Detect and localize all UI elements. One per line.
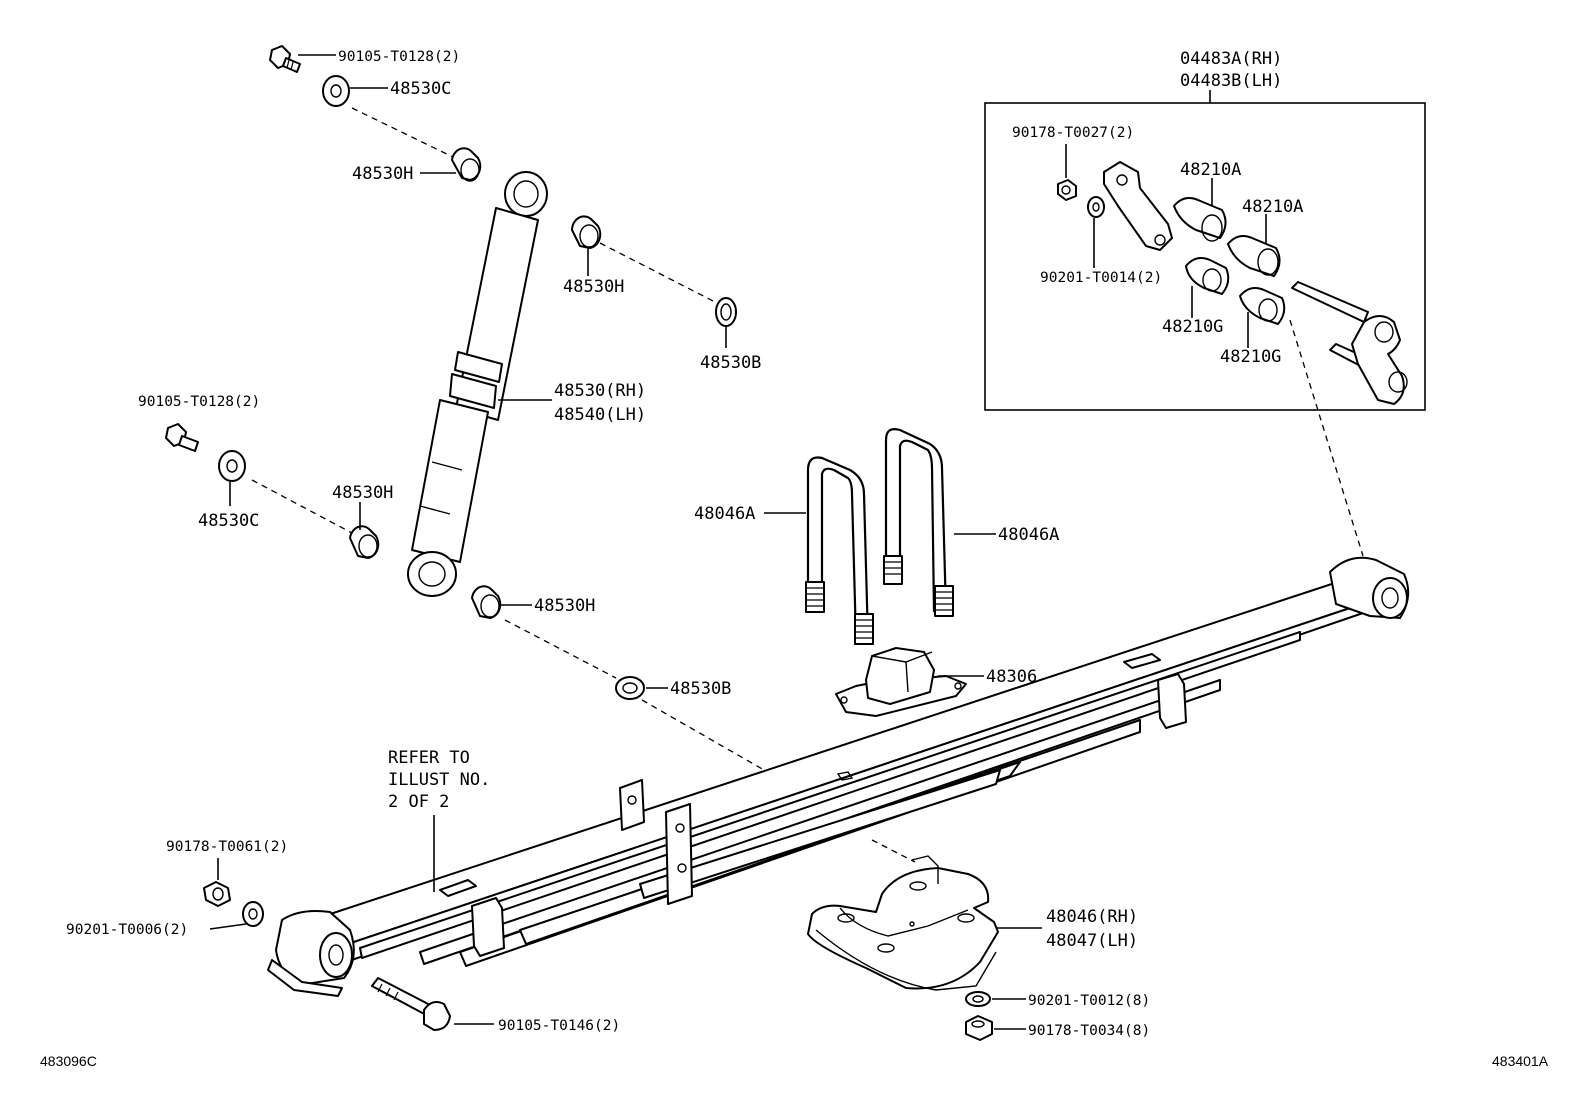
label-kit-rh: 04483A(RH) bbox=[1180, 49, 1282, 69]
bush-a1-part bbox=[1173, 197, 1227, 242]
spring-seat-part bbox=[807, 855, 999, 991]
washer-front-part bbox=[242, 901, 264, 927]
shackle-plate-inner-part bbox=[1103, 161, 1173, 251]
label-seat-rh: 48046(RH) bbox=[1046, 907, 1138, 927]
shackle-plate-outer-part bbox=[1291, 281, 1408, 405]
label-bush-lower: 48530H bbox=[534, 596, 595, 616]
label-kit-lh: 04483B(LH) bbox=[1180, 71, 1282, 91]
bushing-top-right-part bbox=[571, 215, 602, 249]
label-bush-top-left: 48530H bbox=[352, 164, 413, 184]
ref-right: 483401A bbox=[1492, 1053, 1549, 1069]
label-shock-rh: 48530(RH) bbox=[554, 381, 646, 401]
washer-b-top-part bbox=[715, 297, 737, 327]
dash-seat bbox=[871, 839, 916, 863]
shock-absorber-part bbox=[407, 171, 548, 597]
washer-seat-part bbox=[965, 991, 991, 1007]
dash-mid-3 bbox=[641, 699, 779, 779]
washer-b-lower-part bbox=[615, 676, 645, 700]
refer-line-3: 2 OF 2 bbox=[388, 792, 449, 812]
refer-line-1: REFER TO bbox=[388, 748, 470, 768]
leader-washer-front bbox=[209, 923, 247, 930]
ref-left: 483096C bbox=[40, 1053, 97, 1069]
label-bush-mid: 48530H bbox=[332, 483, 393, 503]
bush-a2-part bbox=[1227, 235, 1281, 277]
refer-line-2: ILLUST NO. bbox=[388, 770, 490, 790]
label-washer-b-lower: 48530B bbox=[670, 679, 731, 699]
dash-mid-1 bbox=[251, 479, 353, 534]
dash-mid-2 bbox=[504, 619, 617, 679]
shackle-kit-box bbox=[984, 102, 1426, 411]
washer-top-part bbox=[322, 75, 350, 107]
label-ubolt-left: 48046A bbox=[694, 504, 755, 524]
label-bush-top-right: 48530H bbox=[563, 277, 624, 297]
nut-front-part bbox=[203, 881, 231, 907]
label-nut-front: 90178-T0061(2) bbox=[166, 839, 288, 855]
bumper-part bbox=[835, 647, 967, 717]
bush-g2-part bbox=[1239, 287, 1286, 325]
bolt-front-part bbox=[371, 977, 451, 1031]
label-bush-g2: 48210G bbox=[1220, 347, 1281, 367]
label-bolt-top: 90105-T0128(2) bbox=[338, 49, 460, 65]
label-washer-top: 48530C bbox=[390, 79, 451, 99]
u-bolt-right-part bbox=[883, 428, 954, 617]
label-bolt-front: 90105-T0146(2) bbox=[498, 1018, 620, 1034]
label-seat-lh: 48047(LH) bbox=[1046, 931, 1138, 951]
bolt-mid-part bbox=[165, 423, 199, 452]
nut-seat-part bbox=[965, 1015, 993, 1041]
label-bush-g1: 48210G bbox=[1162, 317, 1223, 337]
washer-kit-part bbox=[1087, 196, 1105, 218]
washer-mid-part bbox=[218, 450, 246, 482]
label-washer-front: 90201-T0006(2) bbox=[66, 922, 188, 938]
dash-kit bbox=[1289, 319, 1364, 557]
label-bumper: 48306 bbox=[986, 667, 1037, 687]
label-washer-seat: 90201-T0012(8) bbox=[1028, 993, 1150, 1009]
label-bush-a1: 48210A bbox=[1180, 160, 1241, 180]
dash-top-1 bbox=[351, 107, 456, 159]
label-nut-kit: 90178-T0027(2) bbox=[1012, 125, 1134, 141]
label-ubolt-right: 48046A bbox=[998, 525, 1059, 545]
label-bolt-mid: 90105-T0128(2) bbox=[138, 394, 260, 410]
bushing-mid-part bbox=[349, 525, 380, 559]
bush-g1-part bbox=[1185, 257, 1230, 295]
label-bush-a2: 48210A bbox=[1242, 197, 1303, 217]
label-nut-seat: 90178-T0034(8) bbox=[1028, 1023, 1150, 1039]
label-washer-b-top: 48530B bbox=[700, 353, 761, 373]
bushing-top-left-part bbox=[451, 147, 482, 182]
nut-kit-part bbox=[1057, 179, 1077, 201]
label-washer-kit: 90201-T0014(2) bbox=[1040, 270, 1162, 286]
bolt-top-part bbox=[269, 45, 301, 73]
label-shock-lh: 48540(LH) bbox=[554, 405, 646, 425]
u-bolt-left-part bbox=[805, 456, 874, 645]
bushing-lower-part bbox=[471, 585, 502, 619]
label-washer-mid: 48530C bbox=[198, 511, 259, 531]
leaf-spring-part bbox=[267, 556, 1410, 997]
